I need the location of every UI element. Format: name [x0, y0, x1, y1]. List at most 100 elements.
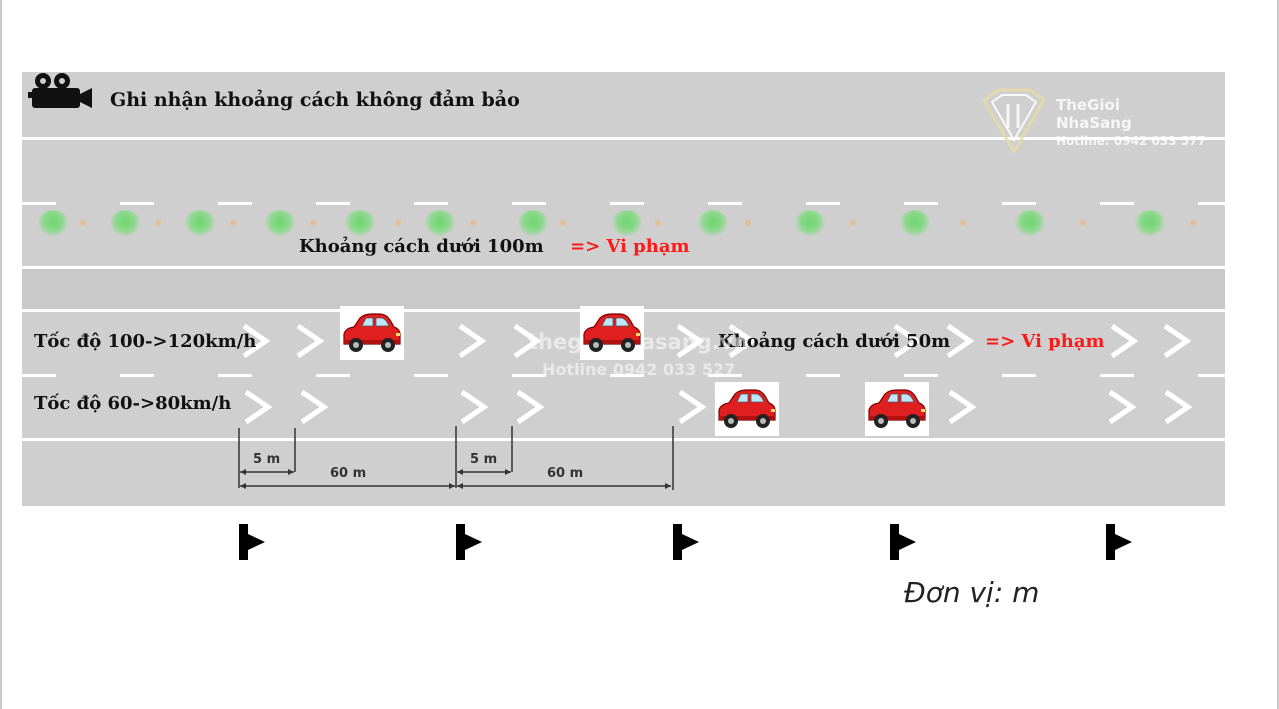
median-bush: [38, 210, 68, 236]
lane-dash: [904, 374, 938, 377]
red-car-icon: [580, 306, 644, 360]
median-bush: [345, 210, 375, 236]
video-camera-icon: [28, 73, 92, 108]
median-bush: [518, 210, 548, 236]
lane-dash: [1198, 202, 1225, 205]
median-flower: [1190, 220, 1196, 226]
dimension-large-2: 60 m: [547, 466, 584, 481]
lane-dash: [1100, 202, 1134, 205]
dimension-large-1: 60 m: [330, 466, 367, 481]
lane-line-solid: [22, 438, 1225, 441]
distance-marker-post-icon: [239, 524, 265, 560]
lane-line-solid: [22, 137, 1225, 140]
chevron-arrow-icon: [893, 323, 922, 359]
red-car-icon: [715, 382, 779, 436]
lane-dash: [120, 202, 154, 205]
lower-violation-label: => Vi phạm: [985, 331, 1105, 352]
watermark-center-hotline: Hotline 0942 033 527: [542, 360, 736, 379]
chevron-arrow-icon: [1164, 389, 1193, 425]
dimension-small-2: 5 m: [470, 452, 498, 467]
watermark-brand-line2: NhaSang: [1056, 114, 1132, 132]
watermark-hotline: Hotline: 0942 033 577: [1056, 134, 1206, 148]
lane-dash: [610, 374, 644, 377]
chevron-arrow-icon: [296, 323, 325, 359]
chevron-arrow-icon: [300, 389, 329, 425]
lane-dash: [414, 202, 448, 205]
red-car-icon: [865, 382, 929, 436]
median-flower: [395, 220, 401, 226]
upper-distance-label: Khoảng cách dưới 100m: [299, 236, 544, 257]
car-drawing: [868, 389, 926, 428]
upper-violation-label: => Vi phạm: [570, 236, 690, 257]
lane-dash: [904, 202, 938, 205]
car-drawing: [343, 313, 401, 352]
distance-marker-post-icon: [890, 524, 916, 560]
chevron-arrow-icon: [678, 389, 707, 425]
lane-dash: [708, 374, 742, 377]
watermark-diamond-logo-icon: [982, 88, 1046, 156]
lane-dash: [414, 374, 448, 377]
chevron-arrow-icon: [946, 323, 975, 359]
lane-dash: [512, 374, 546, 377]
median-flower: [960, 220, 966, 226]
median-flower: [155, 220, 161, 226]
lane-dash: [1002, 202, 1036, 205]
lane-line-dashed: [22, 374, 1225, 377]
lane-dash: [22, 202, 56, 205]
car-drawing: [583, 313, 641, 352]
lane-dash: [806, 374, 840, 377]
chevron-arrow-icon: [460, 389, 489, 425]
median-flower: [80, 220, 86, 226]
median-bush: [265, 210, 295, 236]
lane-dash: [1198, 374, 1225, 377]
median-edge-top: [22, 266, 1225, 269]
distance-marker-post-icon: [1106, 524, 1132, 560]
chevron-arrow-icon: [458, 323, 487, 359]
chevron-arrow-icon: [516, 389, 545, 425]
watermark-brand: TheGioi NhaSang Hotline: 0942 033 577: [1056, 96, 1206, 150]
median-bush: [795, 210, 825, 236]
median-bush: [698, 210, 728, 236]
median-bush: [185, 210, 215, 236]
lane-dash: [610, 202, 644, 205]
red-car-icon: [340, 306, 404, 360]
watermark-brand-line1: TheGioi: [1056, 96, 1120, 114]
lane-dash: [1002, 374, 1036, 377]
chevron-arrow-icon: [1108, 389, 1137, 425]
lane-dash: [316, 374, 350, 377]
lane-dash: [218, 374, 252, 377]
median-bush: [1015, 210, 1045, 236]
unit-label: Đơn vị: m: [904, 576, 1040, 609]
median-bush: [900, 210, 930, 236]
median-flower: [655, 220, 661, 226]
speed-label-slow-lane: Tốc độ 60->80km/h: [34, 393, 232, 414]
distance-marker-post-icon: [456, 524, 482, 560]
median-bush: [1135, 210, 1165, 236]
speed-label-fast-lane: Tốc độ 100->120km/h: [34, 331, 257, 352]
median-flower: [745, 220, 751, 226]
median-flower: [1080, 220, 1086, 226]
median-bush: [110, 210, 140, 236]
median-flower: [230, 220, 236, 226]
lane-dash: [1100, 374, 1134, 377]
median-flower: [850, 220, 856, 226]
median-flower: [470, 220, 476, 226]
median-flower: [560, 220, 566, 226]
chevron-arrow-icon: [513, 323, 542, 359]
dimension-small-1: 5 m: [253, 452, 281, 467]
road: [22, 72, 1225, 506]
diagram-title: Ghi nhận khoảng cách không đảm bảo: [110, 89, 520, 111]
distance-marker-post-icon: [673, 524, 699, 560]
lane-dash: [512, 202, 546, 205]
car-drawing: [718, 389, 776, 428]
lower-distance-label: Khoảng cách dưới 50m: [718, 331, 951, 352]
lane-dash: [120, 374, 154, 377]
chevron-arrow-icon: [242, 323, 271, 359]
lane-dash: [218, 202, 252, 205]
median-flower: [310, 220, 316, 226]
lane-dash: [316, 202, 350, 205]
median-bush: [612, 210, 642, 236]
